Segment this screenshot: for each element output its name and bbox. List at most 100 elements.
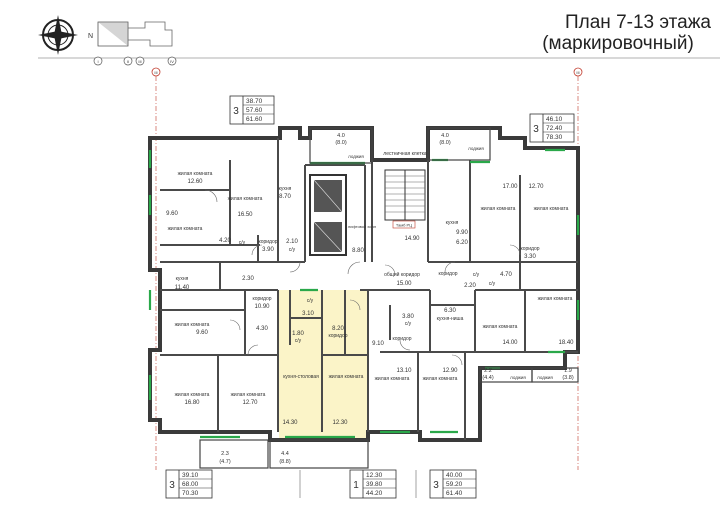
axis-label: III (154, 70, 157, 75)
room: жилая комната (168, 226, 203, 232)
room-name: коридор (258, 239, 277, 245)
elevator-shaft (309, 174, 347, 256)
room-count: 3 (533, 124, 539, 135)
room-name: жилая комната (534, 206, 569, 212)
room-name: с/у (307, 298, 314, 304)
room: 2.10 (286, 239, 298, 245)
axis-markers: I II III IV III III (38, 56, 720, 470)
axis-label: II (127, 59, 129, 64)
axis-label: III (138, 59, 141, 64)
room-area: 4.30 (256, 326, 268, 332)
room-area: 14.00 (502, 340, 518, 346)
area-value: 39.80 (366, 481, 383, 488)
room-area: 3.30 (524, 254, 536, 260)
room-area: 3.90 (262, 247, 274, 253)
balcony-label: лоджия (537, 375, 553, 380)
room-name: жилая комната (231, 392, 266, 398)
balcony-area: 2.3 (221, 451, 229, 457)
room: 4.70 (500, 272, 512, 278)
room: кухня 11.40 (175, 276, 190, 291)
room: 14.90 (404, 236, 420, 242)
room: с/у (473, 272, 480, 278)
balcony-sub: (8.0) (439, 140, 450, 146)
balcony-sub: (4.7) (219, 459, 230, 465)
room-name: с/у (405, 321, 412, 327)
room: 8.20 (332, 326, 344, 332)
room: с/у (405, 321, 412, 327)
axis-label: I (97, 59, 98, 64)
room: жилая комната (483, 324, 518, 330)
room-area: 2.30 (242, 276, 254, 282)
balconies (199, 127, 579, 469)
balcony-label: лоджия (510, 375, 526, 380)
room-name: с/у (239, 240, 246, 246)
compass-icon: N (38, 15, 93, 55)
room-area: 18.40 (558, 340, 574, 346)
room-area: 12.70 (242, 400, 258, 406)
room-count: 3 (433, 480, 439, 491)
balcony-sub: (8.0) (335, 140, 346, 146)
room-name: жилая комната (483, 324, 518, 330)
room: 14.00 (502, 340, 518, 346)
room: с/у (289, 247, 296, 253)
room: жилая комната (481, 206, 516, 212)
room-name: лифтовой холл (348, 224, 377, 229)
room-area: 16.80 (184, 400, 200, 406)
area-value: 68.00 (182, 481, 199, 488)
room: лестничная клетка (383, 151, 427, 157)
area-value: 61.40 (446, 490, 463, 497)
balcony-area: 4.4 (281, 451, 289, 457)
room-name: с/у (295, 338, 302, 344)
area-value: 61.60 (246, 116, 263, 123)
room-name: лестничная клетка (383, 151, 427, 157)
room-name: жилая комната (228, 196, 263, 202)
room-area: 12.60 (187, 179, 203, 185)
balcony-label: лоджия (348, 154, 364, 159)
apartment-table-tr: 3 46.10 72.40 78.30 (529, 113, 575, 143)
room-name: жилая комната (178, 171, 213, 177)
room: коридор (438, 271, 457, 277)
room-name: кухня-ниша (437, 316, 464, 322)
room-count: 1 (353, 480, 359, 491)
room-area: 13.10 (396, 368, 412, 374)
area-value: 44.20 (366, 490, 383, 497)
room-name: с/у (473, 272, 480, 278)
room-area: 14.90 (404, 236, 420, 242)
room-name: с/у (489, 281, 496, 287)
room: 3.80 (402, 314, 414, 320)
room-area: 15.00 (396, 281, 412, 287)
room-area: 6.20 (456, 240, 468, 246)
room-area: 9.60 (166, 211, 178, 217)
axis-label: IV (170, 59, 174, 64)
room-name: жилая комната (175, 392, 210, 398)
room-area: 9.10 (372, 341, 384, 347)
room-name: жилая комната (175, 322, 210, 328)
room-name: Тамб РЦ (396, 223, 412, 228)
room: с/у (239, 240, 246, 246)
room-area: 11.40 (175, 285, 190, 291)
room: с/у (307, 298, 314, 304)
room-area: 12.90 (442, 368, 458, 374)
room: жилая комната 12.70 (231, 392, 266, 406)
room-name: кухня (176, 276, 189, 282)
area-value: 70.30 (182, 490, 199, 497)
room-area: 3.80 (402, 314, 414, 320)
room-area: 8.70 (279, 194, 291, 200)
room-name: коридор (328, 333, 347, 339)
room-area: 14.30 (282, 420, 298, 426)
room: кухня-ниша (437, 316, 464, 322)
room-area: 12.70 (528, 184, 544, 190)
balcony-sub: (8.8) (279, 459, 290, 465)
compass-letter: N (88, 33, 93, 40)
room: 4.30 (256, 326, 268, 332)
area-value: 57.60 (246, 107, 263, 114)
inner-walls (160, 138, 578, 440)
room-name: общий коридор (384, 271, 420, 278)
room: 6.30 (444, 308, 456, 314)
apartment-table-bc: 1 12.30 39.80 44.20 (349, 469, 397, 499)
